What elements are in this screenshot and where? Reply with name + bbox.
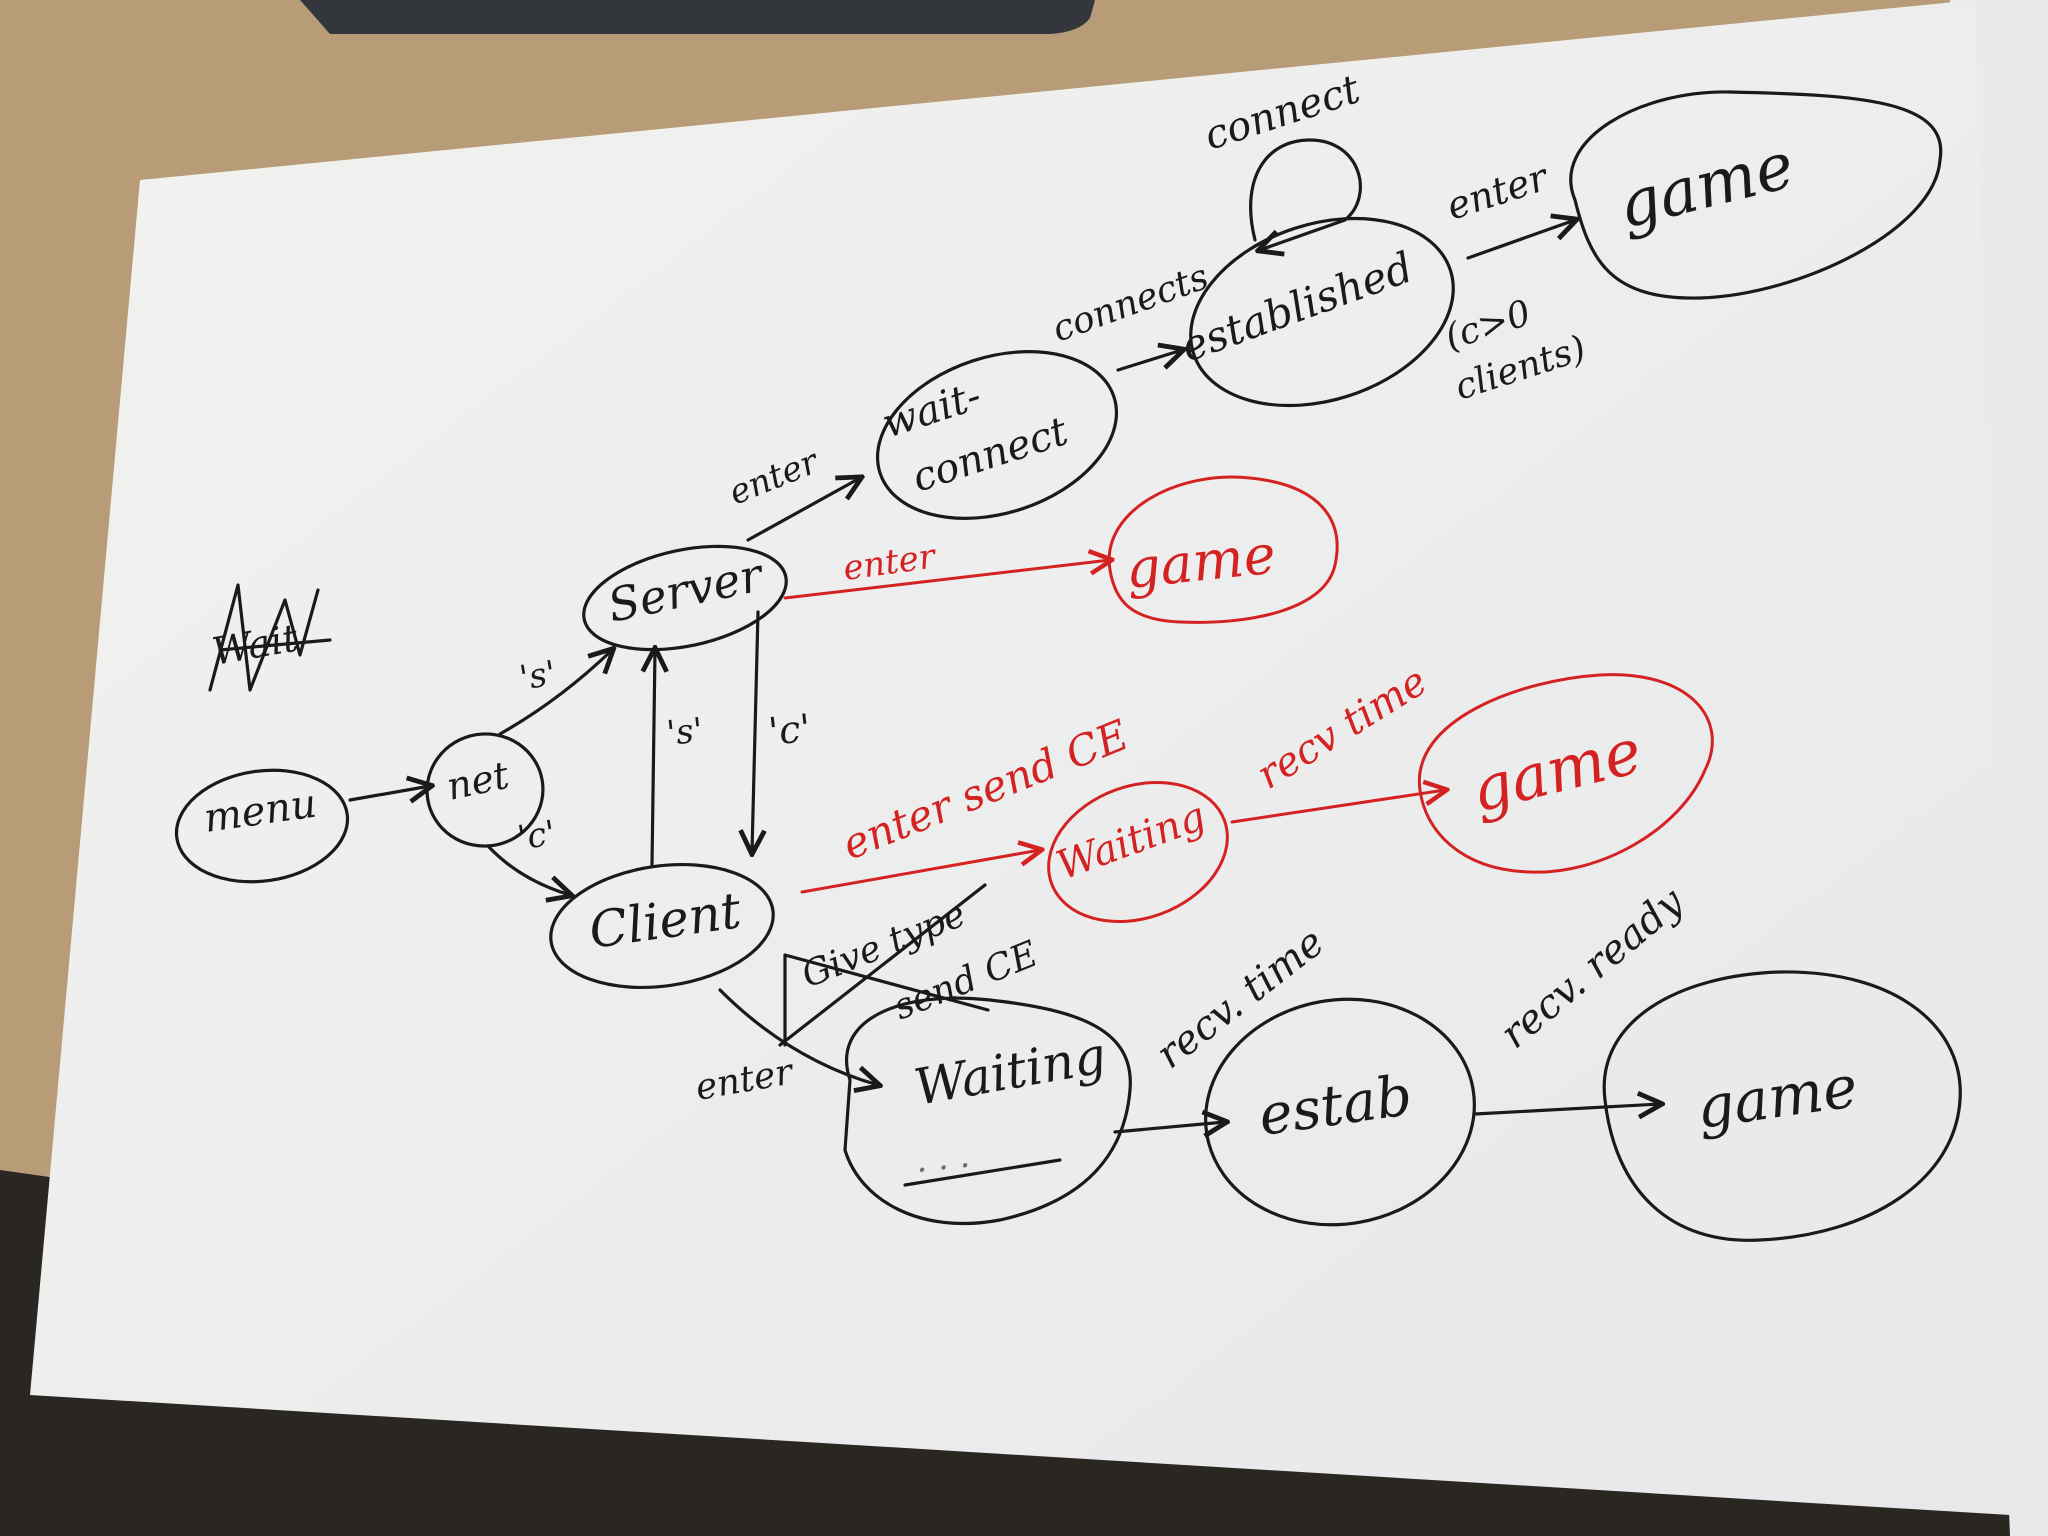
arrow-estab-game	[1473, 1104, 1660, 1114]
arrow-waiting-estab	[1113, 1122, 1225, 1132]
arrow-menu-net	[348, 786, 430, 800]
state-game-server-red: game	[1107, 475, 1339, 624]
paper-sheet	[30, 0, 2010, 1515]
label-server-to-client: 'c'	[766, 706, 813, 754]
arrow-server-wait	[746, 478, 860, 542]
state-game-server-red-label: game	[1123, 523, 1279, 601]
label-c-key: 'c'	[515, 813, 559, 859]
arrow-client-waiting-red	[800, 850, 1040, 894]
arrow-net-server	[498, 650, 612, 736]
arrow-server-game-red	[783, 560, 1110, 600]
state-waiting-black-struck: · · ·	[915, 1146, 973, 1191]
arrow-server-to-client	[752, 610, 758, 852]
arrow-client-to-server	[652, 650, 655, 867]
arrow-connect-loop	[1249, 138, 1362, 250]
arrow-client-waiting	[718, 988, 878, 1085]
transitions-black	[348, 138, 1660, 1132]
arrow-established-game	[1466, 220, 1575, 260]
keyboard-edge	[300, 0, 1095, 34]
scribble-strike	[208, 583, 332, 692]
arrow-wait-established	[1116, 350, 1182, 372]
waiting-black-strike	[903, 1158, 1062, 1187]
label-client-to-server: 's'	[665, 710, 705, 754]
arrow-net-client	[486, 844, 570, 895]
label-s-key: 's'	[517, 653, 560, 699]
transitions-red	[783, 560, 1445, 894]
arrow-waiting-game-red	[1230, 790, 1445, 824]
struck-label-cross	[778, 883, 990, 1047]
